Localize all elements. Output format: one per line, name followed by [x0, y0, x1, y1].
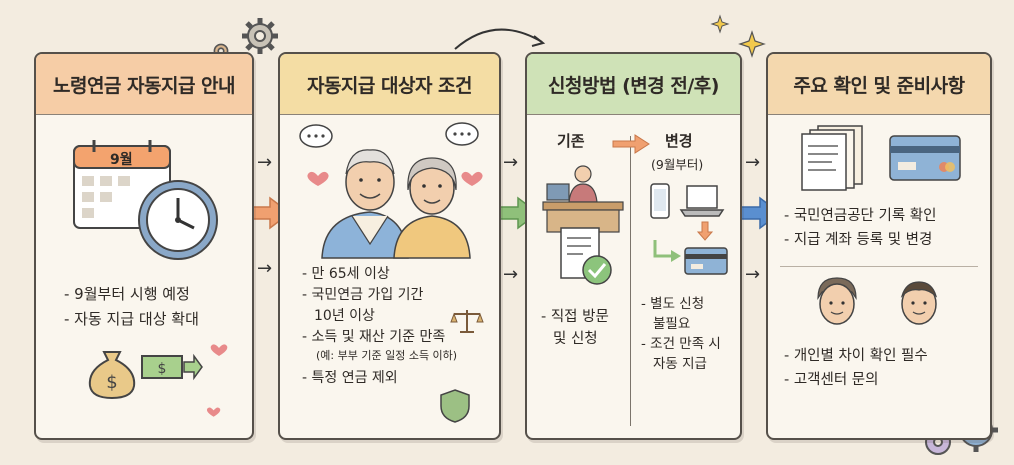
panel-eligibility: 자동지급 대상자 조건 - 만 65세 이상 - 국민연금 가입 기간 10년 …: [278, 52, 501, 440]
after-label: 변경: [665, 132, 693, 150]
panel-application-method: 신청방법 (변경 전/후) 기존 변경 (9월부터) - 직접 방문 및 신청: [525, 52, 742, 440]
scale-icon: [450, 310, 484, 333]
svg-text:$: $: [106, 372, 117, 393]
clock-icon: [138, 180, 218, 260]
bank-card-icon: [889, 135, 961, 181]
panel-title: 자동지급 대상자 조건: [280, 54, 499, 115]
svg-text:$: $: [158, 361, 167, 377]
bullet-item: - 지급 계좌 등록 및 변경: [784, 232, 933, 248]
bullet-item: 자동 지급: [653, 356, 707, 372]
bullet-list-top: - 국민연금공단 기록 확인 - 지급 계좌 등록 및 변경: [784, 204, 936, 252]
bullet-list-bottom: - 개인별 차이 확인 필수 - 고객센터 문의: [784, 344, 928, 392]
office-counter-illustration: [542, 165, 624, 233]
credit-card-icon: [684, 247, 728, 275]
small-arrow: →: [257, 258, 273, 279]
small-arrow: →: [503, 264, 519, 285]
panel-checklist: 주요 확인 및 준비사항 - 국민연금공단 기록 확인 - 지급 계좌 등록 및…: [766, 52, 992, 440]
bullet-note: (예: 부부 기준 일정 소득 이하): [316, 349, 458, 362]
money-bag-icon: $: [88, 351, 136, 400]
small-arrow: →: [745, 152, 761, 173]
bullet-item: - 9월부터 시행 예정: [64, 285, 190, 303]
face-icon: [817, 277, 857, 325]
calendar-month-label: 9월: [110, 152, 133, 168]
laptop-icon: [679, 185, 725, 217]
after-bullet-list: - 별도 신청 불필요 - 조건 만족 시 자동 지급: [641, 294, 721, 374]
down-arrow-icon: [696, 221, 714, 241]
star-icon: [710, 14, 766, 58]
before-label: 기존: [557, 132, 585, 150]
after-sublabel: (9월부터): [651, 157, 704, 172]
bullet-item: - 국민연금공단 기록 확인: [784, 208, 937, 224]
before-after-arrow: [612, 134, 650, 154]
before-bullet-list: - 직접 방문 및 신청: [541, 306, 609, 350]
cash-icon: $: [141, 353, 203, 381]
bullet-item: - 소득 및 재산 기준 만족: [302, 329, 446, 345]
panel-title: 노령연금 자동지급 안내: [36, 54, 252, 115]
bullet-item: - 자동 지급 대상 확대: [64, 310, 199, 328]
elderly-couple-illustration: [299, 122, 483, 259]
bullet-list: - 만 65세 이상 - 국민연금 가입 기간 10년 이상 - 소득 및 재산…: [302, 264, 457, 389]
column-divider: [630, 136, 631, 426]
panel-title: 주요 확인 및 준비사항: [768, 54, 990, 115]
bullet-item: 및 신청: [553, 331, 598, 347]
bent-arrow-icon: [653, 240, 681, 262]
bullet-item: - 국민연금 가입 기간: [302, 287, 424, 303]
heart-icon: [206, 344, 228, 417]
small-arrow: →: [745, 264, 761, 285]
shield-icon: [440, 389, 470, 423]
bullet-item: - 별도 신청: [641, 296, 705, 312]
section-divider: [780, 266, 978, 267]
curved-arrow-icon: [454, 28, 546, 50]
panel-auto-payment-guide: 노령연금 자동지급 안내 9월 - 9월부터 시행 예정 - 자동 지급 대상 …: [34, 52, 254, 440]
document-check-icon: [560, 227, 612, 285]
bullet-item: 불필요: [653, 316, 691, 332]
small-arrow: →: [503, 152, 519, 173]
bullet-item: - 고객센터 문의: [784, 372, 879, 388]
small-arrow: →: [257, 152, 273, 173]
bullet-item: - 개인별 차이 확인 필수: [784, 348, 928, 364]
bullet-list: - 9월부터 시행 예정 - 자동 지급 대상 확대: [64, 282, 199, 332]
phone-icon: [650, 183, 670, 219]
documents-icon: [801, 125, 863, 191]
gear-icon: [242, 18, 278, 54]
bullet-item: - 조건 만족 시: [641, 336, 721, 352]
bullet-item: - 특정 연금 제외: [302, 370, 398, 386]
bullet-item: - 만 65세 이상: [302, 266, 390, 282]
bullet-item: 10년 이상: [314, 308, 375, 324]
face-icon: [900, 281, 938, 325]
speech-bubble-icon: [299, 122, 479, 148]
bullet-item: - 직접 방문: [541, 309, 609, 325]
panel-title: 신청방법 (변경 전/후): [527, 54, 740, 115]
